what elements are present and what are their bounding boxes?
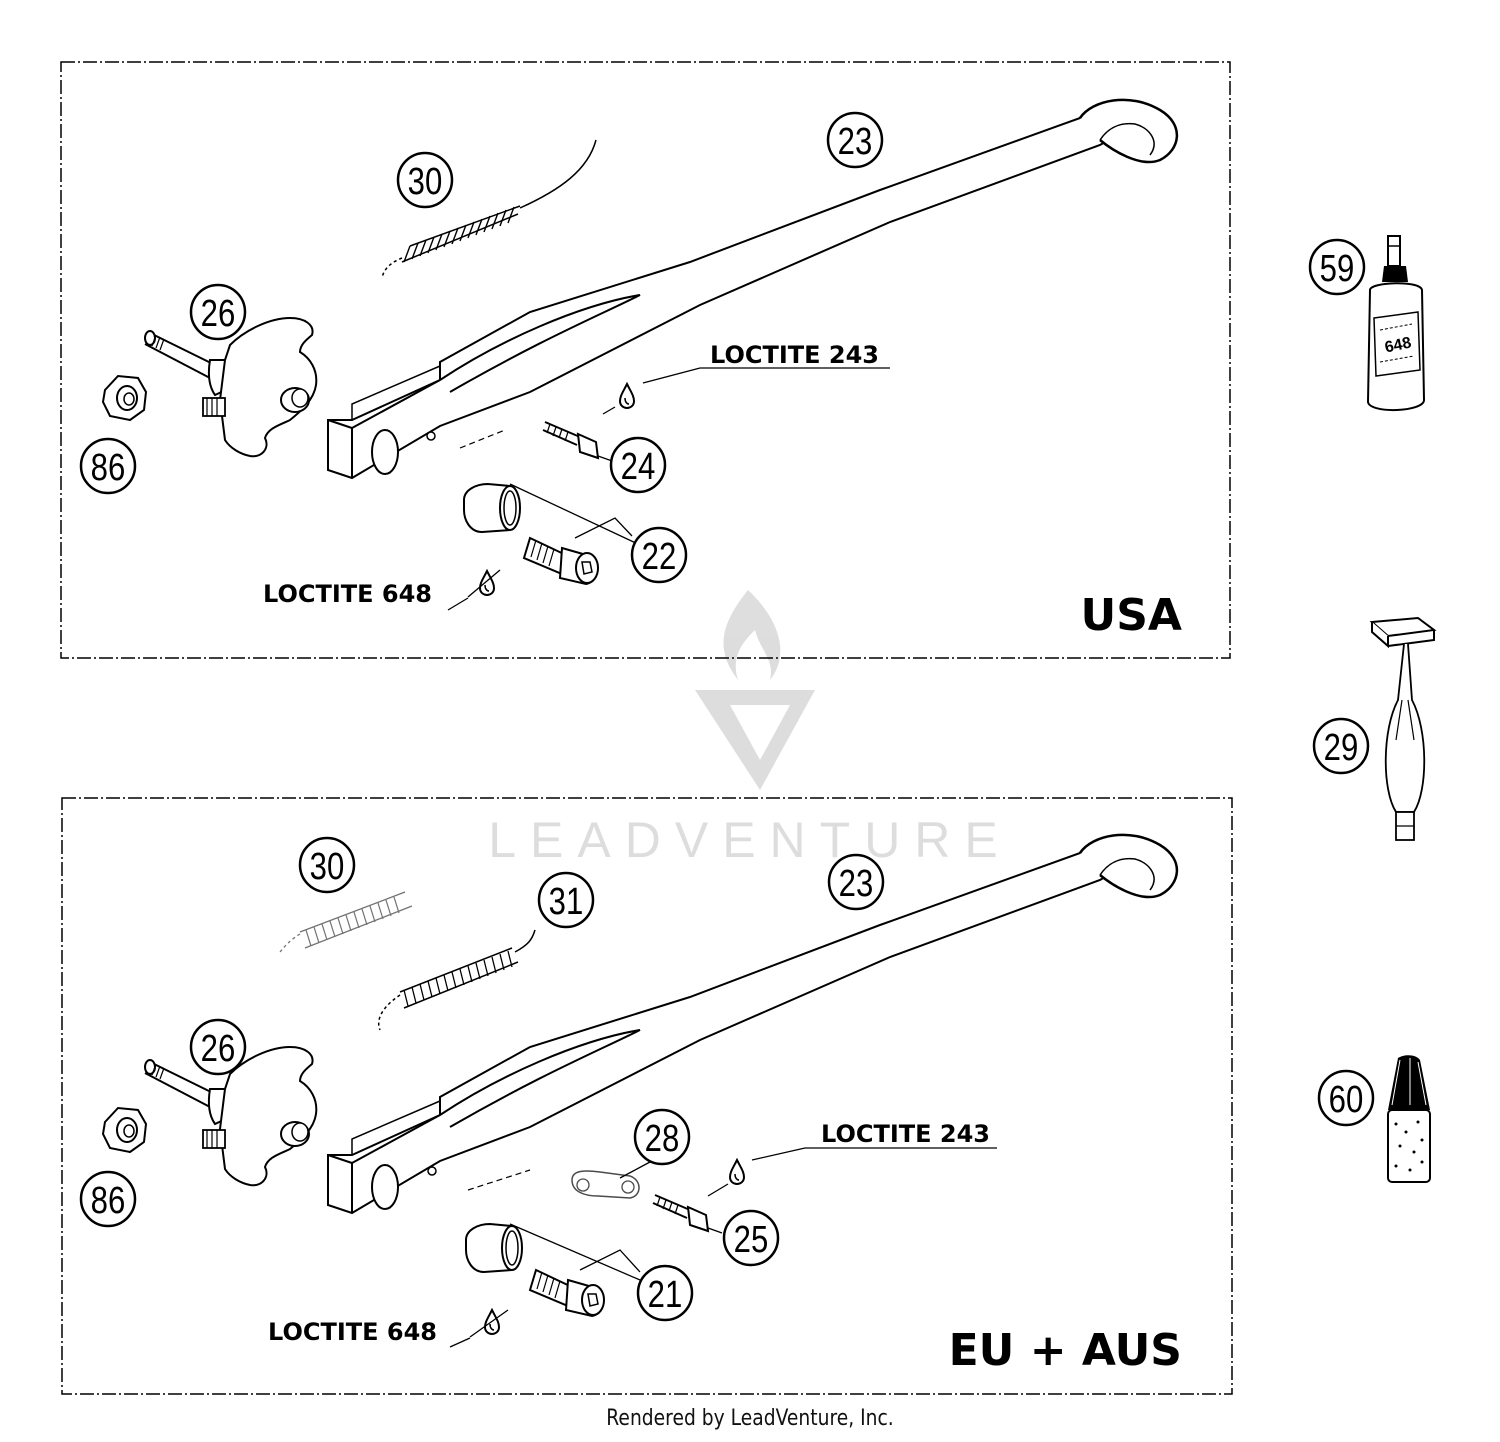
spring-31-eu xyxy=(378,929,536,1031)
callout-24-usa: 24 xyxy=(609,436,667,494)
callout-31-eu: 31 xyxy=(537,871,595,929)
svg-text:30: 30 xyxy=(408,161,443,203)
callout-30-eu: 30 xyxy=(298,836,356,894)
bolt-21-eu xyxy=(528,1268,605,1318)
svg-text:59: 59 xyxy=(1320,248,1355,290)
spring-30-usa xyxy=(381,139,597,279)
callout-29: 29 xyxy=(1312,717,1370,775)
svg-text:86: 86 xyxy=(91,447,126,489)
svg-text:86: 86 xyxy=(91,1180,126,1222)
bolt-22-usa xyxy=(522,536,599,586)
callout-26-usa: 26 xyxy=(189,283,247,341)
side-stand-leg-23-eu xyxy=(327,833,1179,1215)
callout-86-usa: 86 xyxy=(79,437,137,495)
callout-23-eu: 23 xyxy=(827,853,885,911)
nut-86-usa xyxy=(101,374,148,422)
svg-text:23: 23 xyxy=(839,863,874,905)
loctite-648-label-eu: LOCTITE 648 xyxy=(268,1318,437,1346)
sleeve-22-usa xyxy=(463,482,521,534)
watermark-text: LEADVENTURE xyxy=(488,812,1012,868)
callout-86-eu: 86 xyxy=(79,1170,137,1228)
screw-24-usa xyxy=(542,421,600,460)
callout-21-eu: 21 xyxy=(636,1264,694,1322)
eu-aus-panel: 30 31 23 26 86 28 25 21 xyxy=(61,797,1233,1395)
svg-text:25: 25 xyxy=(734,1219,769,1261)
svg-text:28: 28 xyxy=(645,1118,680,1160)
svg-text:29: 29 xyxy=(1324,727,1359,769)
tool-29 xyxy=(1369,616,1437,841)
usa-panel: 30 23 26 86 24 22 LOCTITE 243 LOCTITE 64… xyxy=(60,61,1231,659)
callout-26-eu: 26 xyxy=(189,1018,247,1076)
callout-59: 59 xyxy=(1308,238,1366,296)
loctite-bottle-59: 648 xyxy=(1366,235,1426,412)
svg-text:22: 22 xyxy=(642,536,677,578)
callout-25-eu: 25 xyxy=(722,1209,780,1267)
loctite-648-label-usa: LOCTITE 648 xyxy=(263,580,432,608)
svg-text:26: 26 xyxy=(201,293,236,335)
screw-25-eu xyxy=(652,1194,710,1233)
bottle-label-648: 648 xyxy=(1383,334,1413,356)
callout-60: 60 xyxy=(1317,1069,1375,1127)
eu-panel-frame xyxy=(61,797,1233,1395)
plate-28-eu xyxy=(571,1170,640,1199)
spring-30-eu xyxy=(279,891,413,953)
sleeve-21-eu xyxy=(465,1222,523,1274)
svg-text:60: 60 xyxy=(1329,1079,1364,1121)
loctite-243-label-usa: LOCTITE 243 xyxy=(710,341,879,369)
svg-text:21: 21 xyxy=(648,1274,683,1316)
svg-text:26: 26 xyxy=(201,1028,236,1070)
usa-panel-frame xyxy=(60,61,1231,659)
svg-text:23: 23 xyxy=(838,121,873,163)
region-label-eu-aus: EU + AUS xyxy=(949,1325,1182,1376)
small-bottle-60 xyxy=(1387,1055,1431,1183)
leadventure-watermark: LEADVENTURE xyxy=(488,590,1012,868)
nut-86-eu xyxy=(101,1106,148,1154)
side-stand-leg-23-usa xyxy=(327,98,1179,480)
svg-text:24: 24 xyxy=(621,446,656,488)
callout-22-usa: 22 xyxy=(630,526,688,584)
svg-text:30: 30 xyxy=(310,846,345,888)
pivot-bracket-26-eu xyxy=(144,1045,318,1187)
region-label-usa: USA xyxy=(1081,590,1182,641)
loctite-243-label-eu: LOCTITE 243 xyxy=(821,1120,990,1148)
callout-30-usa: 30 xyxy=(396,151,454,209)
callout-28-eu: 28 xyxy=(633,1108,691,1166)
pivot-bracket-26-usa xyxy=(144,316,318,458)
callout-23-usa: 23 xyxy=(826,111,884,169)
svg-text:31: 31 xyxy=(549,881,584,923)
footer-credit: Rendered by LeadVenture, Inc. xyxy=(606,1406,894,1431)
